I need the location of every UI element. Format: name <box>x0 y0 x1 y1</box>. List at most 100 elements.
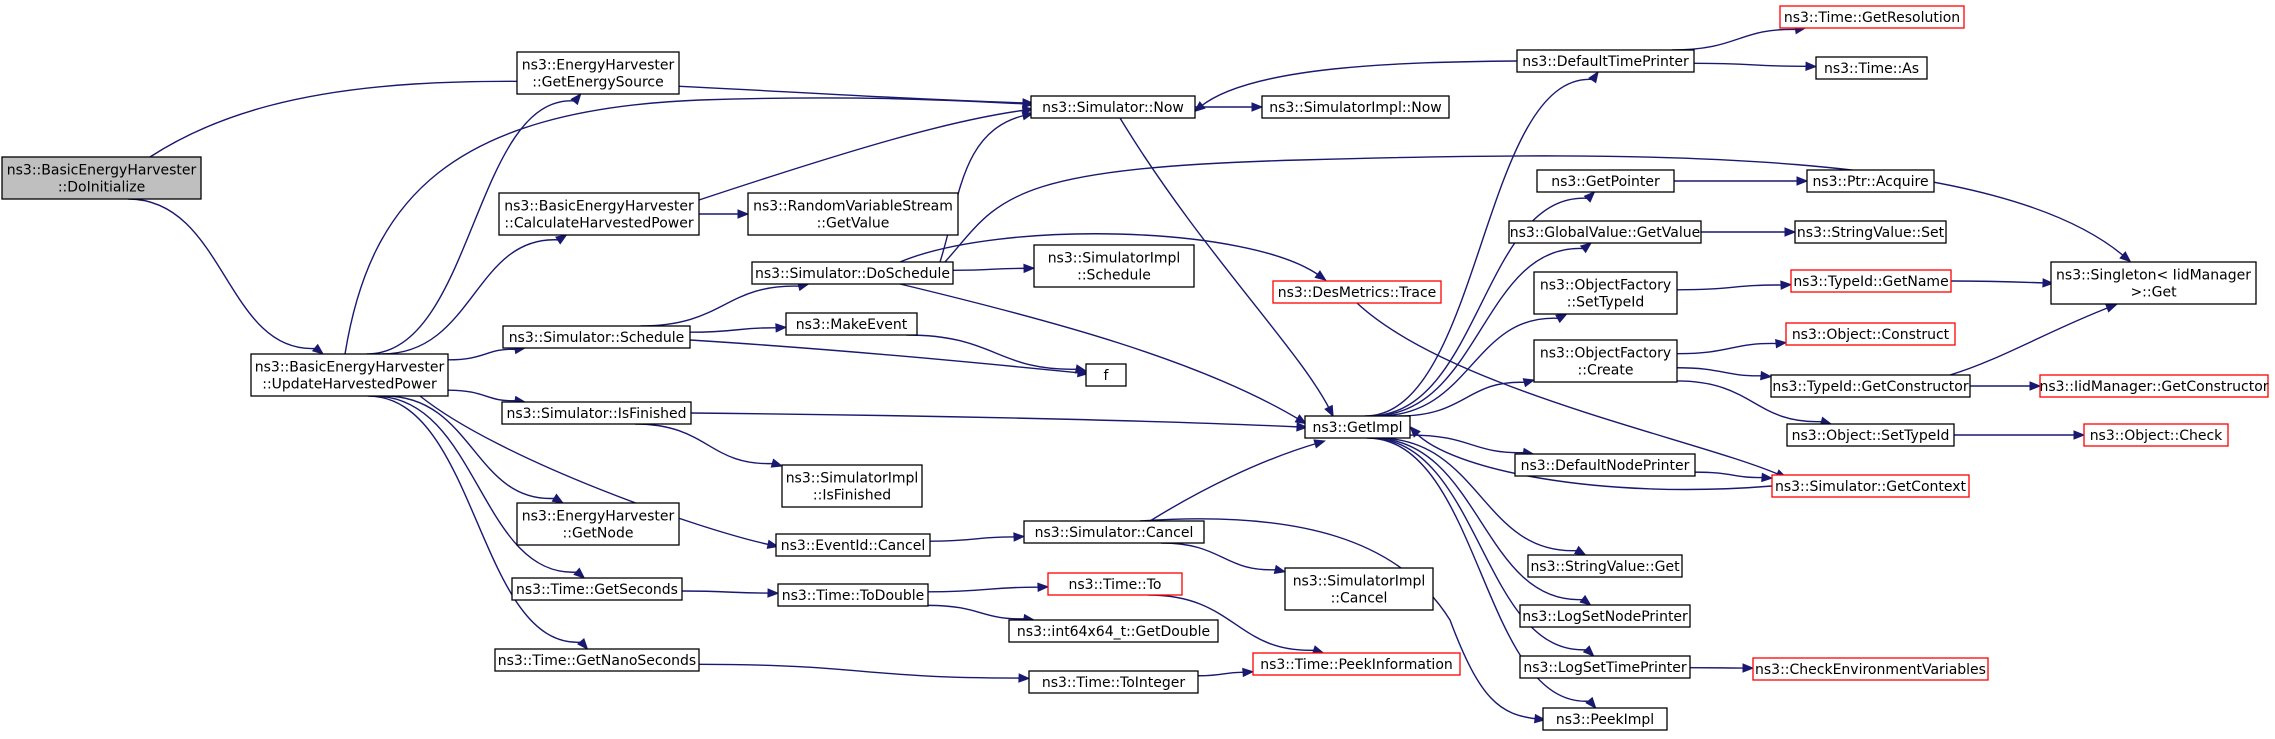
function-node[interactable]: ns3::Object::Check <box>2083 423 2229 447</box>
function-node[interactable]: ns3::Time::ToInteger <box>1028 670 1199 694</box>
call-edge <box>373 395 586 579</box>
function-node[interactable]: ns3::Simulator::Schedule <box>502 325 691 349</box>
call-edge <box>1195 102 1264 112</box>
function-node-label: ns3::TypeId::GetConstructor <box>1772 379 1968 395</box>
call-edge <box>1674 176 1809 186</box>
function-node[interactable]: ns3::TypeId::GetName <box>1790 269 1952 293</box>
function-node[interactable]: ns3::Simulator::Now <box>1030 95 1196 119</box>
function-node[interactable]: ns3::RandomVariableStream::GetValue <box>747 192 959 236</box>
call-edge <box>1368 437 1595 657</box>
call-edge <box>367 395 589 651</box>
function-node[interactable]: ns3::Simulator::IsFinished <box>501 401 692 425</box>
call-edge <box>1364 70 1599 417</box>
call-edge <box>1689 663 1755 673</box>
function-node[interactable]: ns3::Simulator::DoSchedule <box>751 261 954 285</box>
function-node[interactable]: ns3::TypeId::GetConstructor <box>1770 374 1971 398</box>
function-node-label: ns3::EnergyHarvester <box>522 509 675 525</box>
call-edge <box>1366 437 1597 710</box>
call-edge <box>1676 380 1833 426</box>
function-node[interactable]: ns3::GlobalValue::GetValue <box>1508 220 1702 244</box>
function-node[interactable]: ns3::Time::As <box>1815 56 1928 80</box>
function-node[interactable]: ns3::Singleton< IidManager >::Get <box>2050 261 2257 305</box>
function-node-label: ::GetNode <box>563 526 634 542</box>
call-edge <box>366 92 582 355</box>
function-node-label: ns3::SimulatorImpl <box>1293 574 1426 590</box>
function-node[interactable]: ns3::SimulatorImpl::IsFinished <box>781 464 923 508</box>
function-node[interactable]: ns3::Simulator::GetContext <box>1771 474 1970 498</box>
function-node[interactable]: ns3::ObjectFactory::SetTypeId <box>1533 271 1678 315</box>
function-node-label: ns3::Time::ToInteger <box>1042 675 1186 691</box>
function-node[interactable]: ns3::DefaultTimePrinter <box>1516 49 1695 73</box>
function-node-label: ns3::GetImpl <box>1312 420 1402 436</box>
call-edge <box>1676 367 1773 381</box>
call-edge <box>698 105 1035 201</box>
function-node[interactable]: ns3::SimulatorImpl::Now <box>1261 95 1450 119</box>
function-node[interactable]: ns3::CheckEnvironmentVariables <box>1752 657 1989 681</box>
function-node[interactable]: ns3::Time::ToDouble <box>777 583 929 607</box>
function-node-label: ns3::PeekImpl <box>1556 712 1654 728</box>
function-node[interactable]: ns3::LogSetNodePrinter <box>1519 604 1691 628</box>
function-node[interactable]: ns3::PeekImpl <box>1542 707 1668 731</box>
call-edge <box>1694 471 1774 483</box>
call-edge <box>1409 434 1535 458</box>
call-edge <box>382 234 568 355</box>
function-node[interactable]: ns3::BasicEnergyHarvester::UpdateHarvest… <box>250 353 449 397</box>
function-node[interactable]: f <box>1085 363 1127 387</box>
function-node[interactable]: ns3::int64x64_t::GetDouble <box>1008 619 1219 643</box>
function-node[interactable]: ns3::DesMetrics::Trace <box>1272 280 1442 304</box>
function-node[interactable]: ns3::Object::SetTypeId <box>1786 423 1955 447</box>
call-edge <box>384 395 565 504</box>
call-edge <box>640 281 810 327</box>
call-edge <box>1161 542 1287 575</box>
call-edge <box>1371 437 1592 606</box>
function-node[interactable]: ns3::Ptr::Acquire <box>1806 169 1935 193</box>
function-node[interactable]: ns3::SimulatorImpl::Cancel <box>1284 567 1434 611</box>
function-node[interactable]: ns3::Time::GetResolution <box>1779 5 1965 29</box>
function-node[interactable]: ns3::Time::GetSeconds <box>511 577 683 601</box>
function-node[interactable]: ns3::GetPointer <box>1536 169 1675 193</box>
function-node[interactable]: ns3::Time::PeekInformation <box>1252 652 1461 676</box>
function-node[interactable]: ns3::ObjectFactory::Create <box>1533 339 1678 383</box>
function-node[interactable]: ns3::StringValue::Get <box>1527 554 1683 578</box>
function-node[interactable]: ns3::GetImpl <box>1304 415 1411 439</box>
function-node[interactable]: ns3::DefaultNodePrinter <box>1514 453 1696 477</box>
function-node[interactable]: ns3::SimulatorImpl::Schedule <box>1033 244 1195 288</box>
call-edge <box>952 263 1036 274</box>
function-node[interactable]: ns3::Time::GetNanoSeconds <box>494 648 700 672</box>
function-node[interactable]: ns3::Object::Construct <box>1785 322 1956 346</box>
function-node-label: ns3::ObjectFactory <box>1540 278 1671 294</box>
function-node[interactable]: ns3::EnergyHarvester::GetNode <box>516 502 680 546</box>
function-node-label: ns3::Object::Check <box>2090 428 2223 444</box>
function-node[interactable]: ns3::Time::To <box>1047 572 1183 596</box>
function-node[interactable]: ns3::IidManager::GetConstructor <box>2039 374 2269 398</box>
call-edge <box>127 198 325 355</box>
call-edge <box>1693 61 1818 72</box>
function-node-label: ns3::DesMetrics::Trace <box>1278 285 1437 301</box>
function-node-label: ns3::SimulatorImpl::Now <box>1269 100 1442 116</box>
function-node-label: ::Schedule <box>1077 268 1151 284</box>
function-node[interactable]: ns3::LogSetTimePrinter <box>1519 655 1691 679</box>
function-node-label: ns3::RandomVariableStream <box>753 199 953 215</box>
call-edge <box>1672 25 1807 51</box>
function-node[interactable]: ns3::BasicEnergyHarvester::CalculateHarv… <box>498 192 700 236</box>
function-node-label: ns3::Time::As <box>1824 61 1919 77</box>
call-edge <box>634 423 784 468</box>
root-function-node[interactable]: ns3::BasicEnergyHarvester::DoInitialize <box>1 156 202 200</box>
function-node-label: ns3::LogSetTimePrinter <box>1523 660 1687 676</box>
function-node-label: ns3::Object::SetTypeId <box>1792 428 1950 444</box>
function-node[interactable]: ns3::EventId::Cancel <box>775 533 931 557</box>
call-edge <box>1676 280 1793 291</box>
function-node[interactable]: ns3::Simulator::Cancel <box>1023 520 1205 544</box>
function-node-label: ::SetTypeId <box>1567 295 1645 311</box>
function-node-label: ns3::LogSetNodePrinter <box>1522 609 1688 625</box>
function-node[interactable]: ns3::StringValue::Set <box>1794 220 1947 244</box>
function-node-label: ns3::BasicEnergyHarvester <box>255 360 445 376</box>
function-node[interactable]: ns3::EnergyHarvester::GetEnergySource <box>516 51 680 95</box>
call-edge <box>1949 303 2118 376</box>
function-node-label: ns3::GlobalValue::GetValue <box>1510 225 1700 241</box>
call-edge <box>690 412 1309 432</box>
function-node-label: ns3::Ptr::Acquire <box>1812 174 1928 190</box>
call-edge <box>927 582 1050 593</box>
function-node[interactable]: ns3::MakeEvent <box>785 312 918 336</box>
function-node-label: ns3::BasicEnergyHarvester <box>7 163 197 179</box>
